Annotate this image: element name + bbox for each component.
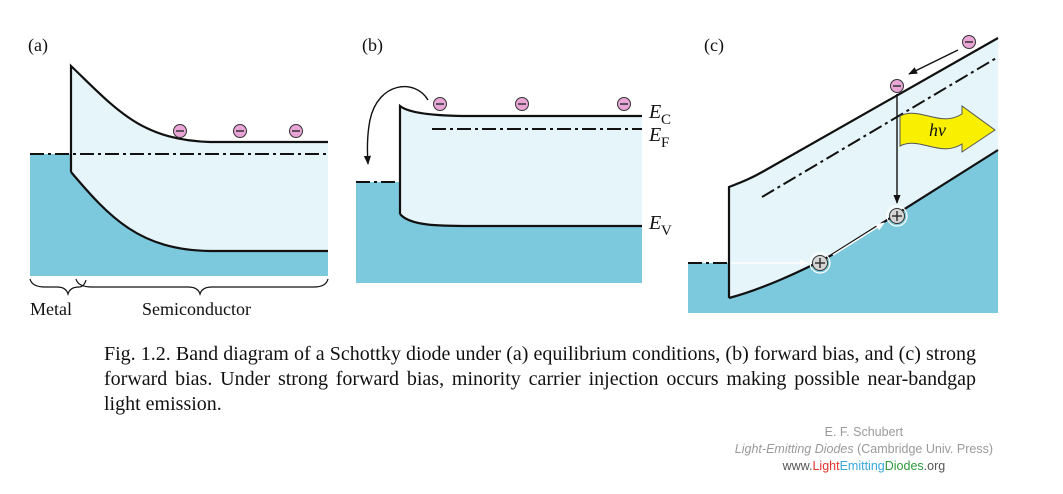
band-gap-region (729, 38, 998, 298)
panel-b-label: (b) (362, 35, 383, 56)
panel-a: (a) Metal Semiconductor (28, 35, 329, 319)
panel-c: (c) hν (688, 35, 999, 313)
credit-site-emitting: Emitting (839, 459, 885, 473)
credit-book-line: Light-Emitting Diodes (Cambridge Univ. P… (735, 441, 993, 458)
band-gap-region (400, 106, 642, 226)
credit-site-prefix: www. (782, 459, 813, 473)
electron-icon (233, 124, 247, 138)
svg-text:E: E (648, 101, 661, 123)
electron-drift-arrow (908, 49, 959, 75)
ef-label: E F (648, 124, 669, 151)
conduction-band-edge (727, 37, 999, 298)
hole-drift-arrow (832, 222, 885, 256)
svg-text:F: F (661, 135, 669, 151)
valence-band-edge (728, 149, 999, 300)
panel-b: (b) E C E F E V (356, 35, 672, 283)
photon-icon (899, 105, 996, 153)
metal-label: Metal (30, 299, 72, 319)
svg-text:E: E (648, 212, 661, 234)
credit-publisher: (Cambridge Univ. Press) (853, 442, 993, 456)
credit-site-suffix: .org (923, 459, 946, 473)
valence-band-edge (70, 171, 328, 253)
credit-author: E. F. Schubert (824, 425, 904, 439)
photon-label: hν (929, 120, 946, 140)
hole-icon (886, 205, 908, 227)
valence-band-region (30, 154, 328, 276)
electron-icon (289, 124, 303, 138)
semiconductor-brace (75, 278, 329, 297)
valence-band-region (356, 182, 642, 283)
credit-website: www.LightEmittingDiodes.org (735, 458, 993, 475)
hole-icon (809, 252, 831, 274)
band-gap-region (71, 66, 328, 251)
conduction-band-edge (69, 63, 328, 172)
valence-band-edge (399, 213, 642, 228)
svg-text:C: C (661, 112, 671, 128)
ec-label: E C (648, 101, 671, 128)
injection-arrow (363, 85, 429, 165)
svg-text:V: V (661, 223, 672, 239)
electron-icon (962, 35, 976, 49)
figure-caption: Fig. 1.2. Band diagram of a Schottky dio… (104, 343, 976, 415)
valence-band-region (688, 150, 998, 313)
ev-label: E V (648, 212, 672, 239)
fermi-level-line (761, 56, 999, 198)
credit-book-title: Light-Emitting Diodes (734, 442, 854, 456)
credit-block: E. F. Schubert Light-Emitting Diodes (Ca… (735, 424, 993, 475)
electron-icon (173, 124, 187, 138)
credit-site-light: Light (812, 459, 840, 473)
credit-site-diodes: Diodes (884, 459, 924, 473)
electron-icon (890, 79, 904, 93)
panel-a-label: (a) (28, 35, 48, 56)
electron-icon (617, 97, 631, 111)
conduction-band-edge (398, 103, 642, 214)
panel-c-label: (c) (704, 35, 724, 56)
semiconductor-label: Semiconductor (142, 299, 251, 319)
electron-icon (433, 97, 447, 111)
metal-brace (29, 278, 87, 297)
electron-icon (515, 97, 529, 111)
svg-text:E: E (648, 124, 661, 146)
